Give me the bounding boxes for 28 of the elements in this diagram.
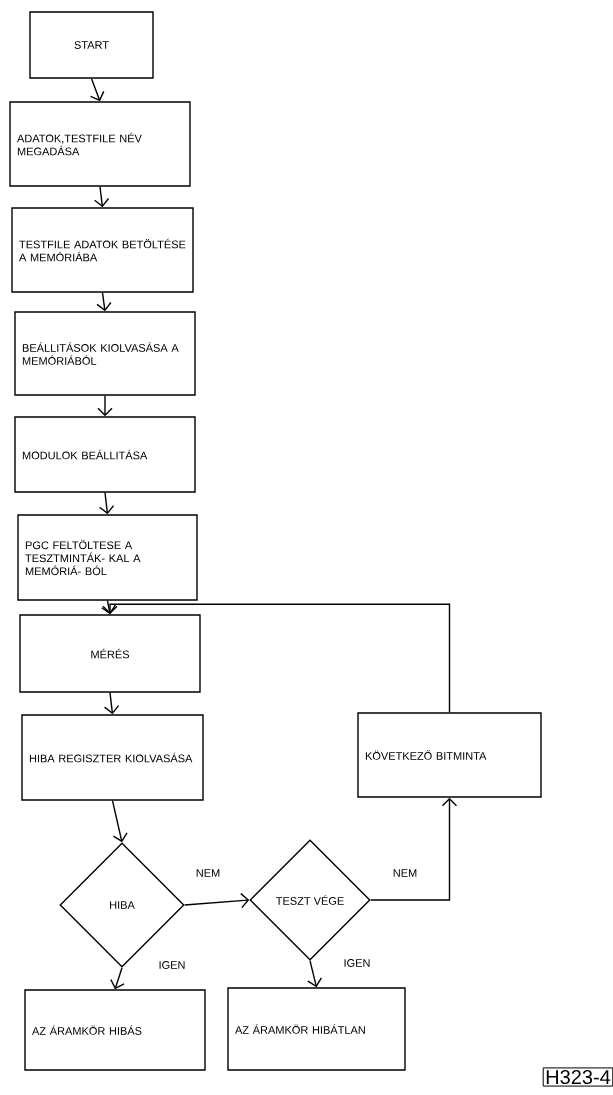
- arrow: [96, 292, 112, 312]
- process-box: MÉRÉS: [19, 614, 201, 693]
- arrow: [89, 78, 105, 102]
- arrow: [307, 960, 323, 988]
- edge-label: NEM: [391, 868, 419, 878]
- arrow: [103, 692, 120, 715]
- process-box: PGC FELTÖLTESE A TESZTMINTÁK- KAL A MEMÓRIÁ- BÓL: [17, 514, 198, 601]
- process-box: AZ ÁRAMKÖR HIBÁTLAN: [227, 987, 406, 1071]
- arrow: [97, 395, 113, 417]
- arrow: [110, 967, 125, 990]
- arrow: [111, 800, 128, 843]
- arrow: [98, 492, 115, 515]
- process-box: TESTFILE ADATOK BETÖLTÉSE A MEMÓRIÁBA: [11, 207, 194, 293]
- process-box: KÖVETKEZŐ BITMINTA: [357, 712, 542, 798]
- arrow: [93, 186, 110, 208]
- edge-label: IGEN: [157, 960, 187, 970]
- process-box: HIBA REGISZTER KIOLVASÁSA: [21, 714, 204, 801]
- arrow: [370, 797, 458, 901]
- process-box: ADATOK,TESTFILE NÉV MEGADÁSA: [9, 101, 191, 187]
- edge-label: IGEN: [342, 958, 372, 968]
- process-box: MODULOK BEÁLLITÁSA: [14, 416, 196, 493]
- process-box: AZ ÁRAMKÖR HIBÁS: [24, 989, 206, 1071]
- process-box: START: [29, 11, 154, 79]
- arrow: [102, 603, 451, 713]
- process-box: BEÁLLITÁSOK KIOLVASÁSA A MEMÓRIÁBÓL: [14, 311, 196, 396]
- edge-label: NEM: [194, 868, 222, 878]
- figure-number: H323-4: [542, 1067, 613, 1087]
- arrow: [184, 892, 250, 909]
